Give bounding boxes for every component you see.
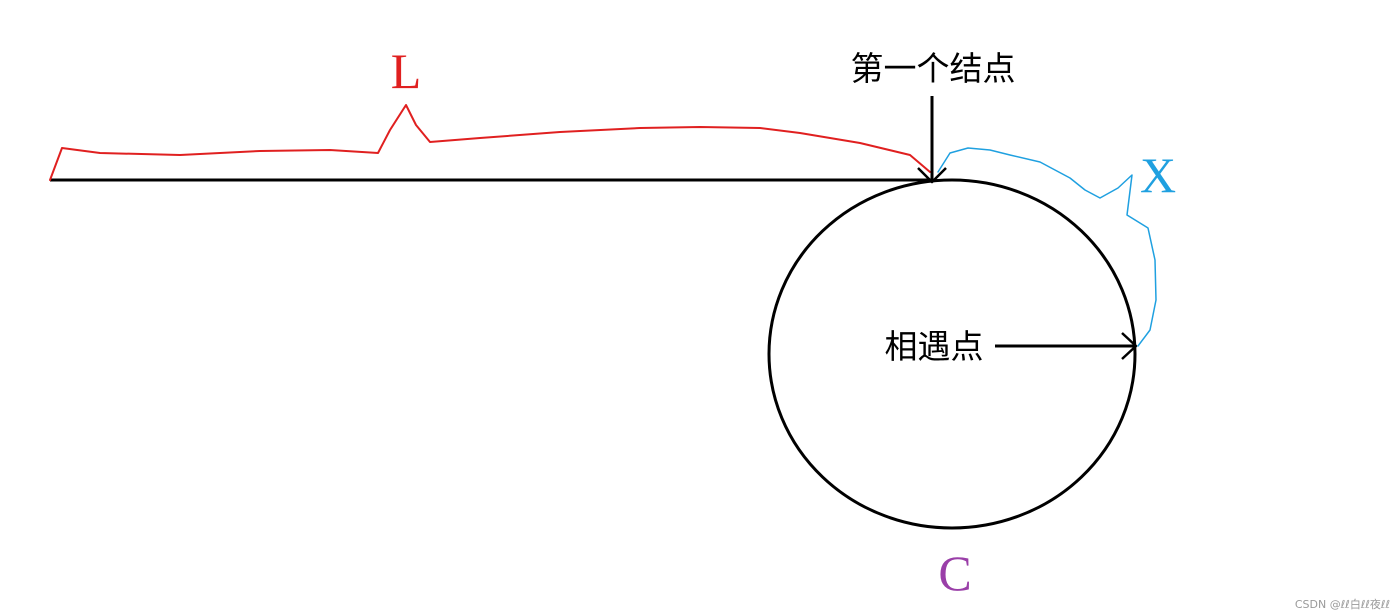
label-c: C — [938, 545, 971, 601]
label-x: X — [1140, 147, 1176, 203]
l-bracket-curve — [49, 104, 931, 181]
label-first-node: 第一个结点 — [851, 49, 1016, 88]
cycle-circle — [767, 178, 1137, 530]
x-bracket-curve — [937, 147, 1157, 347]
meeting-point-arrow-head — [1121, 332, 1138, 360]
label-meeting-point: 相遇点 — [885, 327, 984, 366]
label-l: L — [391, 43, 422, 99]
csdn-watermark: CSDN @ℓℓ白ℓℓ夜ℓℓ — [1294, 598, 1390, 611]
first-node-arrow-head — [917, 167, 947, 184]
